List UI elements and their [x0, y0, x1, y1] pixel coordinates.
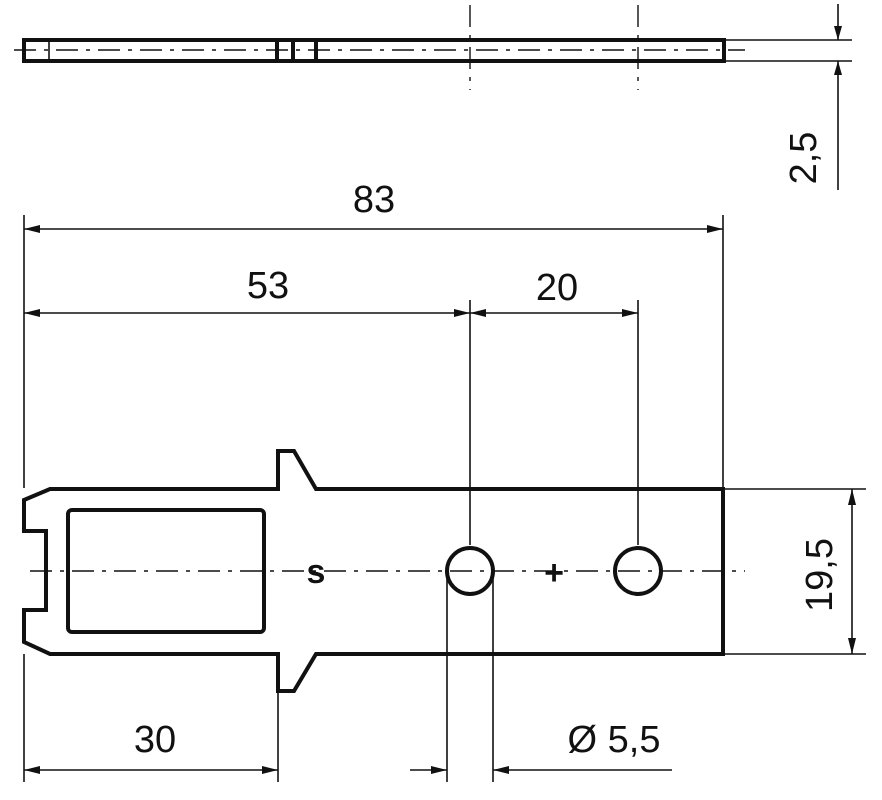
- hole-2: [613, 546, 663, 596]
- side-view: [14, 5, 745, 90]
- hole-position-label: 53: [247, 265, 289, 307]
- overall-length-label: 83: [353, 179, 395, 221]
- hole-diameter-dimension: Ø 5,5: [410, 571, 672, 782]
- hole-spacing-arrowhead-right: [622, 309, 638, 317]
- hole-spacing-arrowhead-left: [470, 309, 486, 317]
- window-length-dimension: 30: [23, 654, 279, 782]
- hole-position-arrowhead-left: [24, 309, 40, 317]
- thickness-dimension: 2,5: [724, 4, 852, 190]
- width-dimension: 19,5: [723, 488, 866, 655]
- overall-arrowhead-right: [707, 225, 723, 233]
- width-arrowhead-top: [848, 489, 856, 505]
- width-arrowhead-bottom: [848, 638, 856, 654]
- thickness-arrowhead-bottom: [834, 61, 842, 75]
- plate-outline: [22, 449, 725, 693]
- thickness-arrowhead-top: [834, 26, 842, 40]
- width-label: 19,5: [799, 538, 841, 612]
- hole-spacing-label: 20: [536, 267, 578, 309]
- diameter-arrowhead-left: [431, 766, 447, 774]
- hole-position-dimensions: 53 20: [24, 265, 639, 545]
- plus-marking: +: [544, 554, 564, 592]
- overall-length-dimension: 83: [23, 179, 724, 488]
- window-arrowhead-right: [262, 766, 278, 774]
- diameter-arrowhead-right: [493, 766, 509, 774]
- hole-diameter-label: Ø 5,5: [568, 719, 661, 761]
- rectangular-window: [66, 508, 266, 634]
- overall-arrowhead-left: [24, 225, 40, 233]
- window-arrowhead-left: [24, 766, 40, 774]
- s-marking: s: [307, 553, 326, 591]
- hole-position-arrowhead-right: [454, 309, 470, 317]
- thickness-label: 2,5: [783, 132, 825, 185]
- window-length-label: 30: [134, 719, 176, 761]
- plan-view: s +: [22, 449, 745, 693]
